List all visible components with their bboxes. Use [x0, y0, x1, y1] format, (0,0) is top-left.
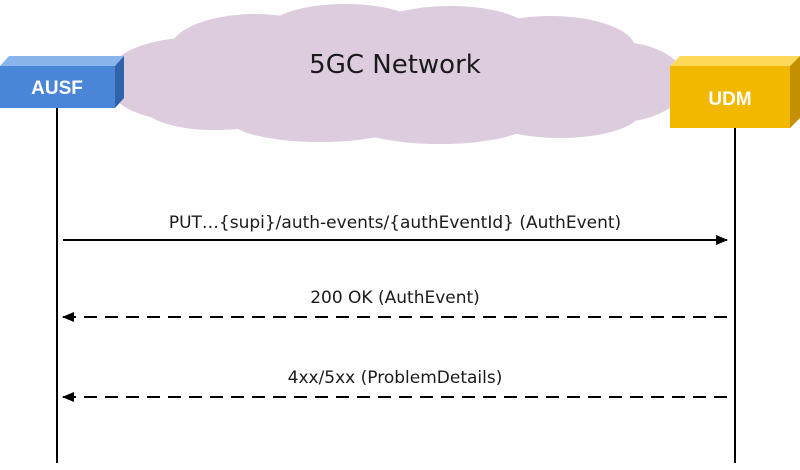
udm-label: UDM — [708, 89, 751, 110]
cloud-shape — [105, 4, 686, 144]
ausf-node: AUSF — [0, 56, 124, 108]
ausf-node-top — [0, 56, 124, 66]
success-response-label: 200 OK (AuthEvent) — [310, 288, 480, 308]
udm-node-side — [790, 56, 800, 128]
udm-node: UDM — [670, 56, 800, 128]
ausf-node-front — [0, 66, 115, 108]
udm-node-front — [670, 66, 790, 128]
network-cloud: 5GC Network — [105, 4, 686, 144]
error-response-label: 4xx/5xx (ProblemDetails) — [288, 368, 503, 388]
request-message-label: PUT…{supi}/auth-events/{authEventId} (Au… — [169, 213, 621, 233]
ausf-node-side — [115, 56, 124, 108]
ausf-label: AUSF — [31, 78, 83, 99]
network-title: 5GC Network — [309, 50, 481, 80]
udm-node-top — [670, 56, 800, 66]
